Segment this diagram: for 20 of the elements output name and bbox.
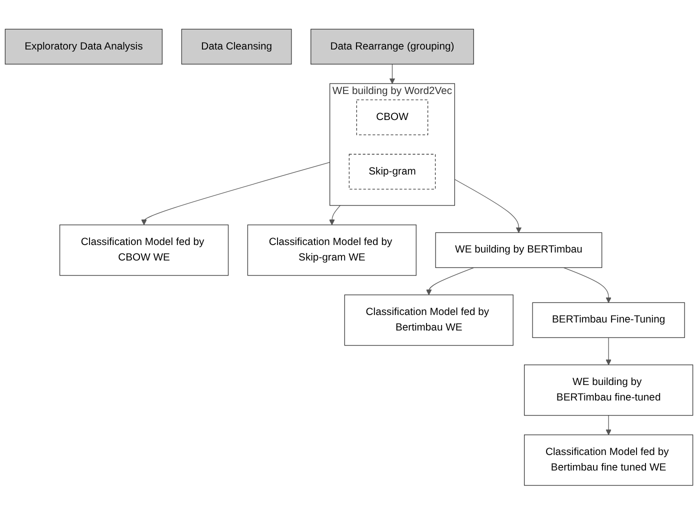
node-box: WE building by BERTimbau <box>435 232 602 268</box>
arrow <box>454 178 522 233</box>
arrow <box>426 267 474 295</box>
node-box: Exploratory Data Analysis <box>4 28 163 64</box>
node-box: Skip-gram <box>348 154 436 190</box>
node-box: Classification Model fed by Skip-gram WE <box>247 224 416 276</box>
node-box: Classification Model fed by Bertimbau WE <box>344 294 514 346</box>
arrow <box>563 267 612 303</box>
arrow <box>606 337 612 365</box>
node-box: Classification Model fed by Bertimbau fine tuned WE <box>524 434 694 486</box>
node-box: Data Cleansing <box>181 28 292 64</box>
arrow <box>329 204 341 225</box>
node-box: Data Rearrange (grouping) <box>310 28 474 64</box>
node-box: Classification Model fed by CBOW WE <box>59 224 229 276</box>
node-box: CBOW <box>356 99 428 135</box>
node-box: WE building by BERTimbau fine-tuned <box>524 364 694 416</box>
arrow <box>389 64 396 84</box>
arrow <box>606 414 612 435</box>
arrow <box>141 162 330 225</box>
node-box: BERTimbau Fine-Tuning <box>532 302 685 338</box>
